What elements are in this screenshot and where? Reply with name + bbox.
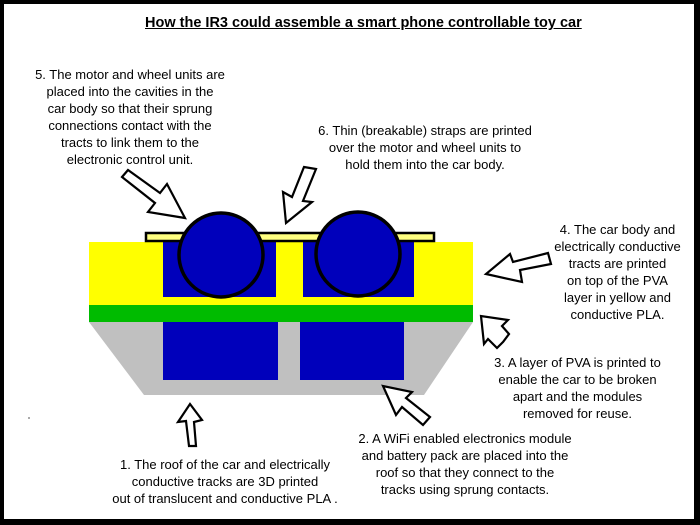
arrow-step-1-icon: [175, 402, 204, 448]
battery-pack-module: [300, 322, 404, 380]
arrow-step-3-icon: [479, 314, 511, 350]
stray-dot: [28, 417, 30, 419]
breakable-strap: [144, 231, 436, 243]
diagram-title: How the IR3 could assemble a smart phone…: [145, 15, 582, 31]
step-3-note: 3. A layer of PVA is printed to enable t…: [494, 355, 661, 421]
step-6-note: 6. Thin (breakable) straps are printed o…: [318, 123, 532, 172]
step-2-note: 2. A WiFi enabled electronics module and…: [358, 431, 572, 497]
arrow-step-5-icon: [120, 168, 188, 220]
pva-layer: [89, 305, 473, 322]
arrow-step-2-icon: [381, 384, 432, 427]
electronics-module: [163, 322, 278, 380]
arrow-step-4-icon: [483, 251, 553, 284]
car-body: [89, 242, 473, 305]
step-1-note: 1. The roof of the car and electrically …: [112, 457, 338, 506]
wheel-left: [177, 211, 265, 299]
step-4-note: 4. The car body and electrically conduct…: [554, 222, 681, 322]
car-roof: [89, 322, 473, 395]
wheel-right: [314, 210, 402, 298]
step-5-note: 5. The motor and wheel units are placed …: [35, 67, 225, 167]
arrow-step-6-icon: [281, 165, 318, 226]
